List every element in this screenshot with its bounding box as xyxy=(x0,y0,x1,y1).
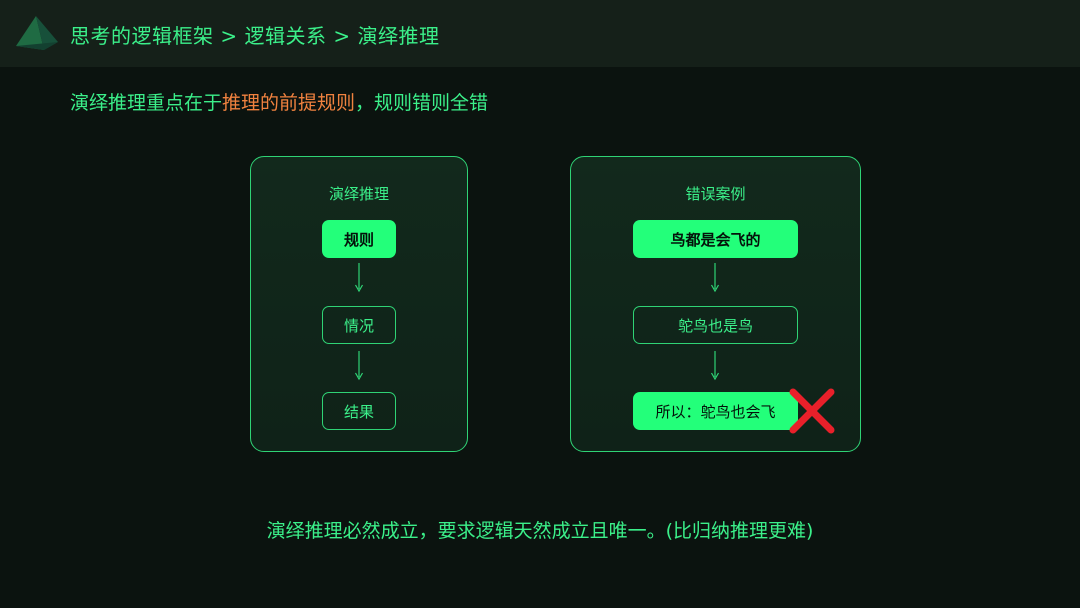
deduction-panel: 演绎推理 xyxy=(250,156,468,452)
subtitle-text-1: 演绎推理重点在于 xyxy=(70,92,223,114)
subtitle-text-2: ，规则错则全错 xyxy=(355,92,489,114)
node-result: 结果 xyxy=(322,392,396,430)
arrow-down-icon xyxy=(354,263,364,293)
top-bar: 思考的逻辑框架 > 逻辑关系 > 演绎推理 xyxy=(0,0,1080,67)
subtitle-highlight: 推理的前提规则 xyxy=(222,92,356,114)
footer-conclusion: 演绎推理必然成立，要求逻辑天然成立且唯一。(比归纳推理更难) xyxy=(266,520,814,542)
arrow-down-icon xyxy=(710,351,720,381)
arrow-down-icon xyxy=(354,351,364,381)
error-case-panel-title: 错误案例 xyxy=(685,185,746,203)
node-premise: 鸟都是会飞的 xyxy=(633,220,798,258)
slide-subtitle: 演绎推理重点在于推理的前提规则，规则错则全错 xyxy=(70,88,488,115)
node-wrong-conclusion: 所以：鸵鸟也会飞 xyxy=(633,392,798,430)
pyramid-logo-icon xyxy=(16,16,58,50)
node-situation: 情况 xyxy=(322,306,396,344)
node-rule: 规则 xyxy=(322,220,396,258)
deduction-panel-title: 演绎推理 xyxy=(328,185,389,203)
breadcrumb: 思考的逻辑框架 > 逻辑关系 > 演绎推理 xyxy=(70,24,440,48)
arrow-down-icon xyxy=(710,263,720,293)
red-cross-icon xyxy=(789,388,835,434)
node-case: 鸵鸟也是鸟 xyxy=(633,306,798,344)
